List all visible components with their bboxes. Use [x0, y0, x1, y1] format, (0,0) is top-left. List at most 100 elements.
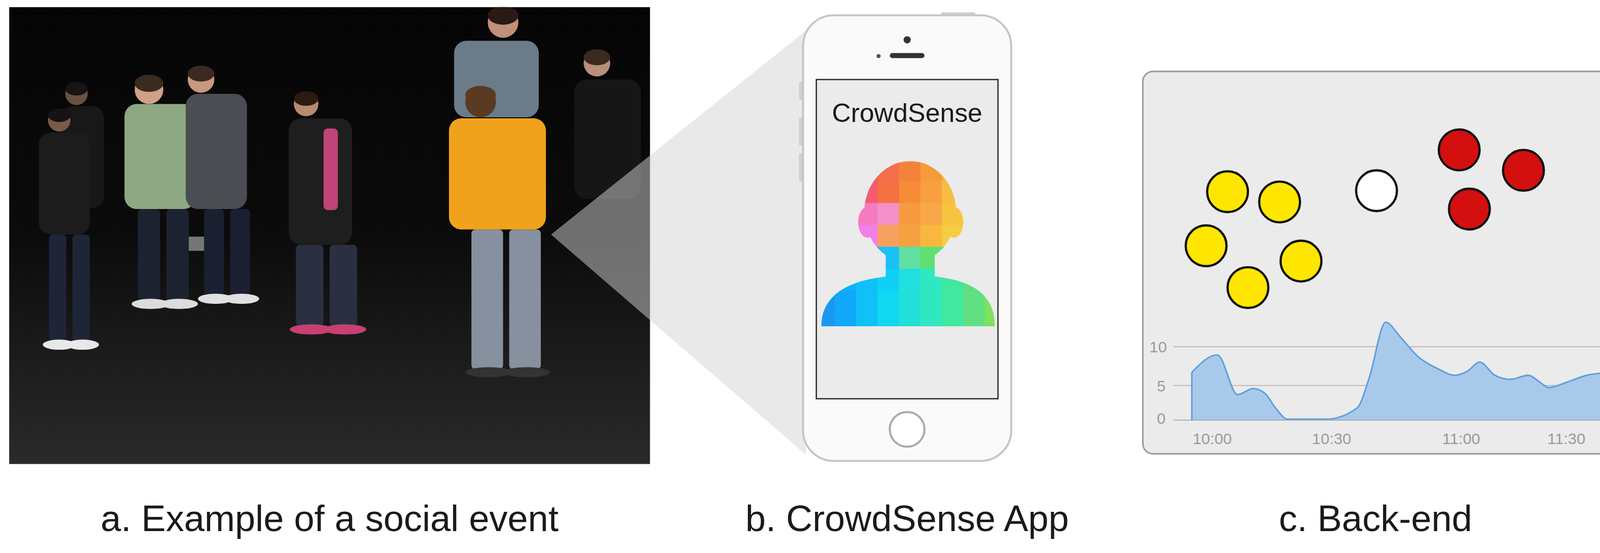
person-figure	[503, 367, 551, 378]
user-avatar	[984, 159, 1007, 182]
user-avatar	[834, 202, 857, 226]
user-avatar	[963, 159, 986, 182]
user-avatar	[877, 291, 900, 314]
user-avatar	[920, 312, 943, 336]
user-avatar	[920, 180, 943, 204]
user-avatar	[899, 291, 921, 314]
user-avatar	[899, 247, 921, 270]
user-avatar	[834, 269, 857, 292]
person-figure	[203, 209, 224, 296]
person-figure	[229, 209, 250, 296]
person-figure	[160, 298, 198, 310]
person-figure	[124, 104, 197, 210]
user-avatar	[941, 247, 964, 270]
user-avatar	[877, 247, 900, 270]
photo-panel: a. Example of a social event	[9, 7, 651, 465]
axis-value: 0	[1156, 409, 1166, 428]
user-avatar	[941, 202, 964, 226]
user-avatar	[941, 269, 964, 292]
user-avatar	[941, 224, 964, 248]
user-avatar	[877, 159, 900, 182]
area-chart	[1191, 372, 1193, 421]
person-figure	[323, 128, 338, 211]
person-dot	[1207, 171, 1248, 213]
person-figure	[187, 65, 215, 82]
user-avatar	[856, 247, 879, 270]
person-figure	[454, 40, 539, 118]
figure-group	[9, 6, 1600, 465]
person-figure	[295, 245, 324, 327]
user-avatar	[877, 312, 900, 336]
user-avatar	[856, 159, 879, 182]
person-figure	[38, 132, 90, 235]
user-avatar	[813, 269, 835, 292]
caption-text: a. Example of a social event	[9, 498, 651, 553]
axis-time: 11:00	[1441, 430, 1481, 448]
person-figure	[465, 86, 496, 105]
person-figure	[65, 81, 88, 96]
user-avatar	[963, 224, 986, 248]
person-figure	[137, 209, 161, 301]
user-avatar	[856, 224, 879, 248]
person-figure	[487, 7, 519, 26]
person-figure	[49, 234, 67, 342]
user-avatar	[963, 312, 986, 336]
person-dot	[1258, 181, 1300, 223]
user-avatar	[963, 291, 986, 314]
user-avatar	[963, 247, 986, 270]
user-avatar	[856, 291, 879, 314]
backend-panel	[1142, 71, 1600, 455]
person-figure	[47, 108, 71, 123]
person-dot	[1185, 129, 1545, 308]
user-avatar	[813, 247, 835, 270]
person-figure	[583, 49, 611, 66]
user-avatar	[899, 180, 921, 204]
user-avatar	[834, 247, 857, 270]
person-figure	[134, 74, 164, 92]
person-dot	[1502, 150, 1544, 191]
user-avatar	[984, 202, 1007, 226]
phone-body	[903, 35, 912, 44]
phone-body	[798, 11, 1012, 462]
backend-panel	[1142, 71, 1600, 455]
user-avatar	[984, 224, 1007, 248]
user-avatar	[920, 202, 943, 226]
user-avatar	[813, 180, 835, 204]
phone-body	[889, 53, 925, 59]
user-avatar	[920, 291, 943, 314]
person-dot	[1355, 170, 1397, 212]
user-avatar	[984, 247, 1007, 270]
caption-text: c. Back-end	[1169, 498, 1582, 553]
app-title: CrowdSense	[816, 98, 998, 150]
user-avatar	[856, 202, 879, 226]
user-avatar	[834, 312, 857, 336]
user-avatar	[941, 312, 964, 336]
user-avatar	[920, 269, 943, 292]
user-avatar	[813, 159, 835, 182]
app-screen: CrowdSense	[816, 79, 998, 399]
user-avatar	[813, 202, 835, 226]
user-avatar	[984, 291, 1007, 314]
person-dot	[1280, 240, 1322, 282]
area-chart	[1173, 322, 1600, 421]
person-figure	[329, 245, 358, 327]
user-avatar	[963, 202, 986, 226]
zoom-wedge	[551, 30, 807, 456]
user-avatar	[941, 180, 964, 204]
user-avatar	[813, 224, 835, 248]
person-figure	[38, 108, 99, 350]
user-avatar	[899, 224, 921, 248]
axis-value: 5	[1156, 377, 1166, 395]
user-avatar	[856, 312, 879, 336]
person-figure	[185, 65, 260, 305]
user-avatar	[813, 291, 835, 314]
person-figure	[72, 234, 90, 342]
caption-text: b. CrowdSense App	[652, 498, 1161, 553]
user-avatar	[941, 291, 964, 314]
user-avatar	[984, 312, 1007, 336]
user-avatar	[834, 291, 857, 314]
person-figure	[166, 209, 189, 301]
person-dot	[1227, 267, 1269, 309]
area-chart	[1191, 322, 1600, 421]
